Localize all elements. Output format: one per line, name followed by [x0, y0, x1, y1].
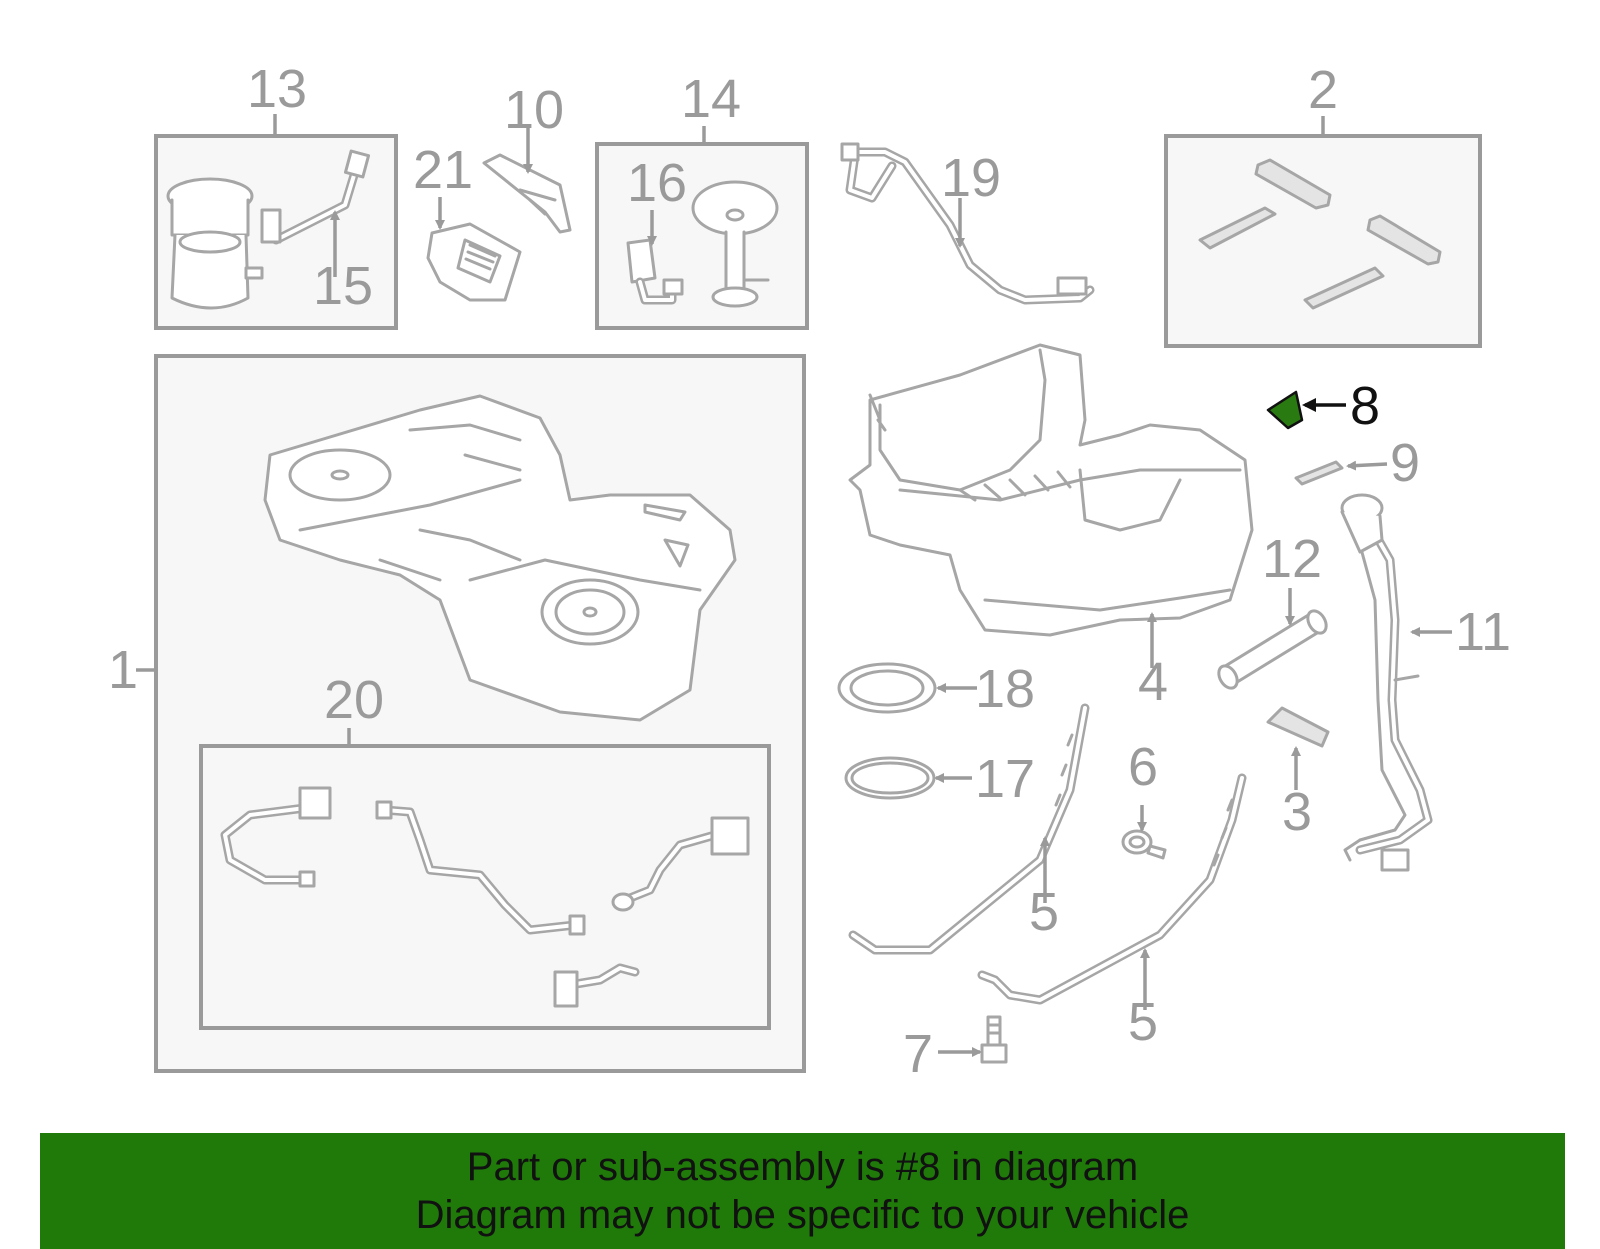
part-18-lock-ring[interactable]: 18 [837, 659, 1035, 719]
callout-11: 11 [1455, 602, 1511, 662]
callout-13: 13 [247, 59, 307, 119]
callout-21: 21 [413, 140, 473, 200]
callout-10: 10 [504, 80, 564, 140]
callout-18: 18 [975, 659, 1035, 719]
footer-banner: Part or sub-assembly is #8 in diagram Di… [40, 1133, 1565, 1249]
callout-15: 15 [313, 256, 373, 316]
part-5-strap-front[interactable]: 5 [848, 703, 1090, 955]
part-12-hose[interactable]: 12 [1215, 529, 1330, 691]
callout-12: 12 [1262, 529, 1322, 589]
fuel-pump-module-part [166, 177, 264, 310]
sender-16-part [626, 210, 684, 305]
callout-16: 16 [627, 153, 687, 213]
callout-1: 1 [108, 640, 138, 700]
callout-14: 14 [681, 69, 741, 129]
part-3-pad[interactable]: 3 [1266, 706, 1330, 842]
part-11-filler-pipe[interactable]: 11 [1340, 493, 1511, 872]
part-7-bolt[interactable]: 7 [903, 1015, 1008, 1084]
pad-set-part [1198, 158, 1442, 310]
part-17-seal[interactable]: 17 [844, 749, 1035, 809]
part-19-harness[interactable]: 19 [840, 142, 1095, 305]
callout-9: 9 [1390, 433, 1420, 493]
part-4-shield[interactable]: 4 [848, 343, 1254, 712]
sender-flange-part [691, 180, 779, 308]
part-21-group[interactable]: 21 [413, 140, 522, 302]
callout-7: 7 [903, 1024, 933, 1084]
callout-5b: 5 [1128, 992, 1158, 1052]
part-6-bolt[interactable]: 6 [1121, 737, 1167, 860]
box-2-strap-pads[interactable]: 2 [1164, 60, 1482, 348]
callout-20: 20 [324, 670, 384, 730]
callout-17: 17 [975, 749, 1035, 809]
callout-8: 8 [1350, 376, 1380, 436]
callout-6: 6 [1128, 737, 1158, 797]
box-14-sender-unit[interactable]: 14 16 [595, 69, 809, 330]
callout-4: 4 [1138, 652, 1168, 712]
box-20-harness-set[interactable]: 20 [199, 670, 771, 1030]
footer-line-1: Part or sub-assembly is #8 in diagram [466, 1145, 1139, 1189]
part-10-group[interactable]: 10 [482, 80, 572, 234]
box-13-fuel-pump-module[interactable]: 13 15 [154, 59, 398, 330]
part-5-strap-rear[interactable]: 5 [977, 773, 1247, 1052]
callout-3: 3 [1282, 782, 1312, 842]
callout-19: 19 [941, 148, 1001, 208]
tank-assembly-part [263, 394, 737, 722]
callout-5a: 5 [1029, 882, 1059, 942]
part-8-shape [1266, 390, 1304, 430]
harness-20-parts [220, 786, 750, 1008]
footer-line-2: Diagram may not be specific to your vehi… [415, 1193, 1190, 1237]
part-8-highlighted[interactable]: 8 [1266, 376, 1380, 436]
callout-2: 2 [1308, 60, 1338, 120]
part-9-pad[interactable]: 9 [1294, 433, 1420, 493]
pump-harness-15-part [260, 149, 371, 277]
